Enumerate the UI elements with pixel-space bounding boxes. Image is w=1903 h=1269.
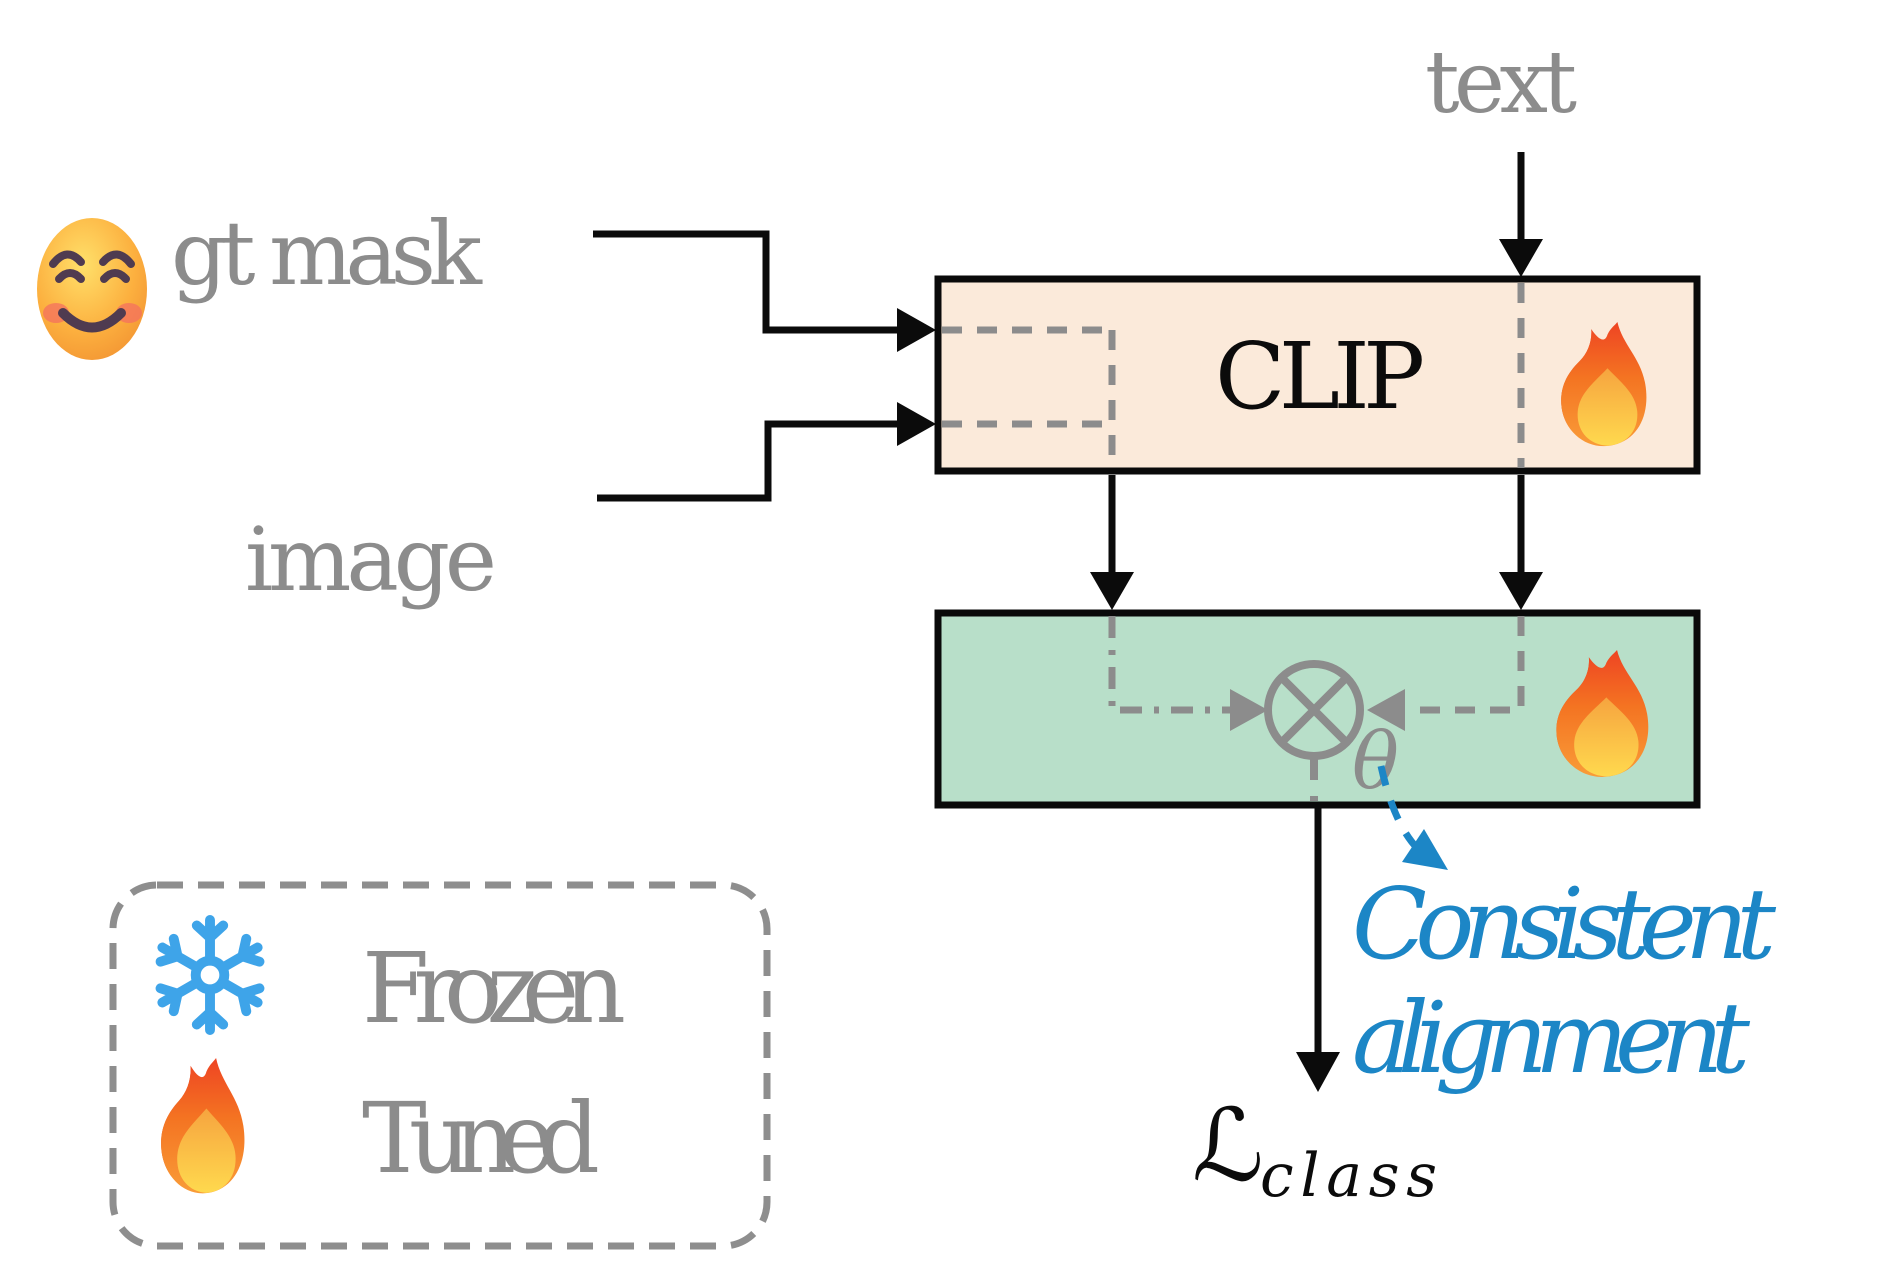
loss-symbol: ℒ <box>1192 1087 1264 1204</box>
loss-subscript: class <box>1260 1141 1437 1211</box>
text-arrowhead-icon <box>1499 239 1543 277</box>
gray-right-arrowhead-icon <box>1230 689 1268 731</box>
legend-tuned-label: Tuned <box>362 1082 600 1195</box>
tensor-product-icon <box>1264 660 1364 760</box>
smiling-face-icon <box>37 218 147 360</box>
image-label: image <box>245 508 497 611</box>
right-arrowhead-icon <box>1499 572 1543 610</box>
theta-label: θ <box>1352 717 1399 807</box>
blue-arrowhead-icon <box>1402 829 1448 870</box>
clip-dashed-paths <box>942 283 1525 470</box>
clip-label: CLIP <box>1215 323 1425 430</box>
connector-arrowheads <box>897 239 1543 1092</box>
image-connector <box>597 420 900 502</box>
image-arrowhead-icon <box>897 402 936 446</box>
gray-left-arrowhead-icon <box>1367 689 1405 731</box>
consistency-curve-dashed <box>1377 765 1429 859</box>
connector-lines <box>593 152 1525 1052</box>
text-input-label: text <box>1425 33 1577 133</box>
annotation-line-1: Consistent <box>1352 868 1777 982</box>
snowflake-icon <box>156 920 264 1030</box>
fire-icon <box>161 1058 245 1194</box>
annotation-line-2: alignment <box>1352 982 1751 1096</box>
legend-frozen-label: Frozen <box>362 932 626 1045</box>
loss-arrowhead-icon <box>1296 1052 1340 1092</box>
gt-mask-connector <box>593 230 900 334</box>
gt-mask-label: gt mask <box>171 202 483 305</box>
left-arrowhead-icon <box>1090 572 1134 610</box>
gt-mask-arrowhead-icon <box>897 308 936 352</box>
